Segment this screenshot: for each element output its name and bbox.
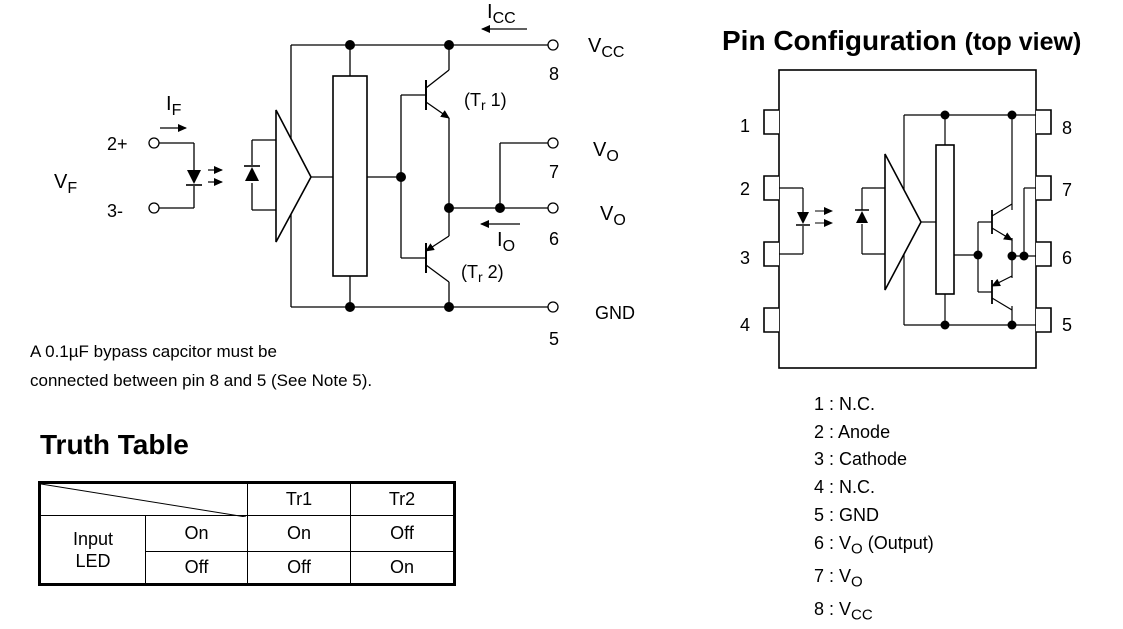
schematic-photodiode [244,165,260,181]
on-tr2: Off [350,515,455,552]
pin-list-subscript: CC [851,606,873,624]
pin-list-item: 4 : N.C. [814,474,934,502]
off-tr2: On [350,551,455,585]
pin-list-number: 1 : [814,394,840,414]
pin-list-number: 8 : [814,599,840,620]
pin-configuration-subtitle: (top view) [964,28,1082,56]
pkg-pin-1: 1 [740,116,750,136]
package-photodiode [855,209,869,223]
diagonal-divider [41,484,246,517]
pin-list-item: 3 : Cathode [814,446,934,474]
pkg-pin-3: 3 [740,248,750,268]
pin-list-item: 8 : VCC [814,596,934,629]
pin-list-name: Anode [838,421,891,442]
pkg-pin-8: 8 [1062,118,1072,138]
truth-table: Tr1 Tr2 Input LED On On Off Off Off On [38,481,456,586]
pin-list-item: 7 : VO [814,563,934,596]
pin-list-name: GND [839,504,880,525]
note-line-1: A 0.1µF bypass capcitor must be [30,342,277,361]
pin-7-label: 7 [549,162,559,182]
schematic-logic-block [332,75,368,277]
icc-label: ICC [487,1,516,27]
pin-list-name: V [839,532,852,553]
package-transistor-tr1 [991,203,1013,241]
pin-list-number: 6 : [814,532,840,553]
schematic-transistor-tr2 [425,235,450,283]
package-pins [763,109,1052,333]
truth-table-corner-cell [39,482,248,517]
pkg-pin-4: 4 [740,315,750,335]
on-tr1: On [247,515,351,552]
bypass-capacitor-note: A 0.1µF bypass capcitor must be connecte… [30,337,372,395]
state-off: Off [145,551,248,585]
pin-configuration-title: Pin Configuration (top view) [722,25,1082,56]
pin-5-label: 5 [549,329,559,349]
input-led-label: Input LED [39,515,146,585]
vf-label: VF [54,171,77,197]
truth-table-title: Truth Table [40,429,189,460]
package-logic-block [935,144,955,295]
pin-8-label: 8 [549,64,559,84]
note-line-2: connected between pin 8 and 5 (See Note … [30,371,373,390]
schematic-amplifier [275,109,312,243]
tr2-label: (Tr 2) [461,262,504,285]
pin-list-number: 5 : [814,504,840,525]
schematic-terminals [148,39,559,313]
header-tr1: Tr1 [247,482,351,516]
schematic-junctions [345,40,505,312]
pin-list-subscript: O [851,540,863,558]
header-tr2: Tr2 [350,482,455,516]
pin-list-name: V [839,565,852,586]
pin-list-name: Cathode [839,449,908,470]
pin-list-number: 7 : [814,565,840,586]
gnd-label: GND [595,303,635,323]
pin-list-item: 6 : VO (Output) [814,530,934,563]
pin-list-item: 1 : N.C. [814,391,934,419]
pin-list-subscript: O [851,573,863,591]
pin-list-name: N.C. [839,477,876,498]
off-tr1: Off [247,551,351,585]
if-label: IF [166,93,182,119]
schematic-led [186,166,223,186]
pin-list-item: 2 : Anode [814,419,934,447]
pkg-pin-5: 5 [1062,315,1072,335]
schematic-transistor-tr1 [425,69,450,119]
pin-list-item: 5 : GND [814,502,934,530]
vo-label-bottom: VO [600,203,626,229]
package-transistor-tr2 [991,275,1013,311]
vo-label-top: VO [593,139,619,165]
pin-list-number: 2 : [814,421,839,442]
io-label: IO [497,229,515,255]
pin-list-name: N.C. [839,394,876,414]
pkg-pin-2: 2 [740,179,750,199]
pin-6-label: 6 [549,229,559,249]
package-led [796,207,833,227]
pin-list-number: 3 : [814,449,840,470]
pin-list-number: 4 : [814,477,840,498]
package-amplifier [884,153,922,291]
pin-2-label: 2+ [107,134,128,154]
state-on: On [145,515,248,552]
pkg-pin-7: 7 [1062,180,1072,200]
pin-3-label: 3- [107,201,123,221]
vcc-label: VCC [588,35,624,61]
pin-list-suffix: (Output) [862,532,934,553]
tr1-label: (Tr 1) [464,90,507,113]
package-junctions [940,110,1029,330]
pin-list-name: V [839,599,852,620]
pkg-pin-6: 6 [1062,248,1072,268]
